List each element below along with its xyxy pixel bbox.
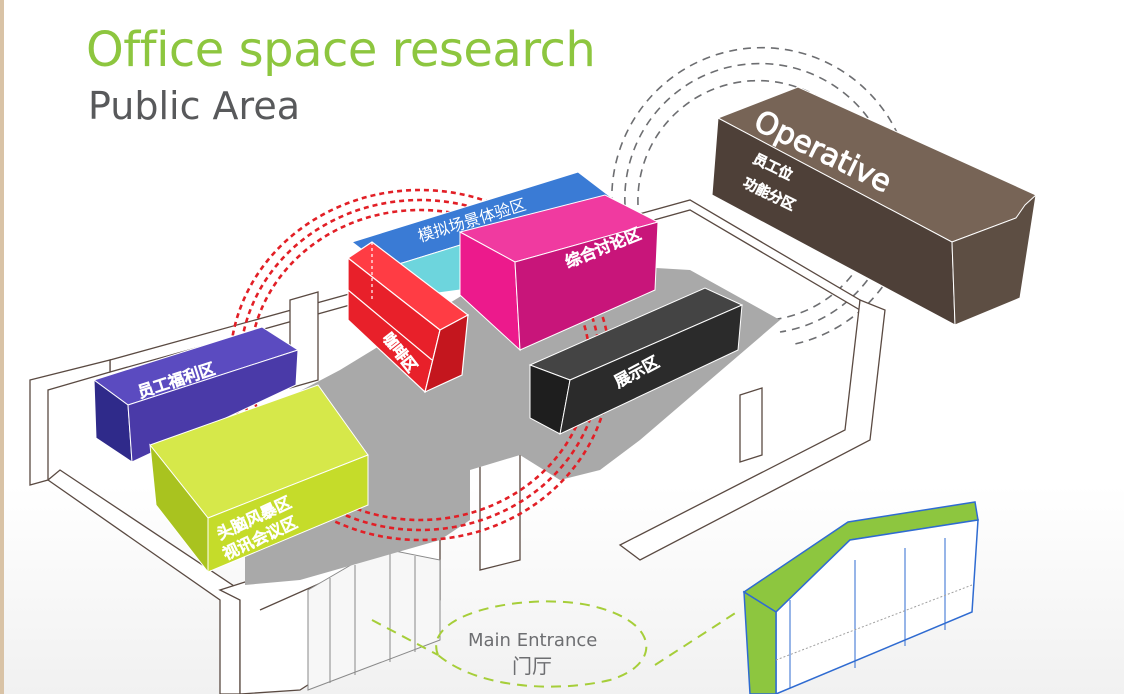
operative-connector-rings (611, 46, 913, 346)
shell-left-wall (29, 359, 111, 486)
brainstorm-zone-block: 头脑风暴区 视讯会议区 (149, 384, 369, 574)
entrance-hall-block (742, 501, 979, 694)
page-title: Office space research (86, 22, 596, 78)
entrance-label-en: Main Entrance (468, 630, 597, 651)
shell-right-door (739, 387, 763, 463)
shell-front-left-wall (46, 469, 241, 694)
page-subtitle: Public Area (88, 84, 300, 128)
shell-right-wall (618, 299, 886, 561)
discussion-zone-block: 综合讨论区 (458, 194, 660, 352)
coffee-zone-block: 咖啡区 (346, 241, 470, 394)
entrance-connector (371, 600, 741, 688)
left-edge-strip (0, 0, 4, 694)
exhibition-zone-block: 展示区 (528, 287, 744, 435)
entrance-label-zh: 门厅 (512, 654, 552, 678)
welfare-zone-block: 员工福利区 (92, 326, 300, 463)
operative-block: Operative 员工位 功能分区 (711, 86, 1037, 326)
